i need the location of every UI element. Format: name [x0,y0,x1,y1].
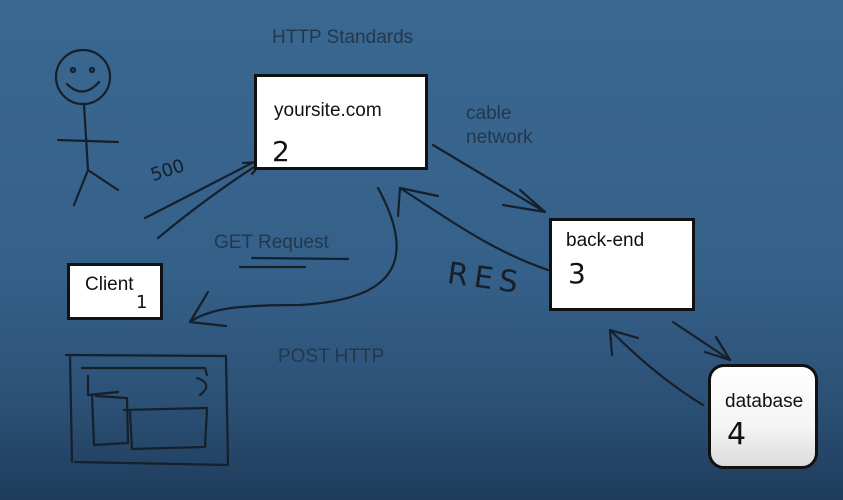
browser-toolbar [80,366,209,397]
arrowhead-yoursite-to-client [188,290,228,328]
node-database-label: database [725,391,804,412]
arrow-database-to-backend [608,328,705,407]
get-request-label: GET Request [214,232,329,253]
post-http-label: POST HTTP [278,346,385,367]
node-client-label: Client [85,274,134,295]
browser-toolbar-icon [195,376,208,397]
cable-label-line2: network [466,127,533,148]
browser-left-panel [90,393,130,447]
browser-content-panel [122,406,209,451]
node-backend: back-end 3 [549,218,695,311]
arrow-yoursite-to-client [188,186,398,324]
browser-frame [64,353,230,467]
figure-head [54,48,112,106]
node-yoursite-number: 2 [272,135,290,168]
cable-label-line1: cable [466,103,512,124]
arrow-yoursite-to-backend [431,143,547,214]
node-database-number: 4 [727,417,747,452]
diagram-heading: HTTP Standards [272,27,414,48]
arrow-backend-to-database [671,320,732,362]
arrowhead-backend-to-database [703,335,732,362]
arrow-client-to-yoursite-2 [143,161,254,220]
arrow-client-to-yoursite [156,160,264,240]
node-client-number: 1 [136,292,148,313]
figure-smile [65,80,101,93]
arrowhead-yoursite-to-backend [501,188,547,214]
figure-left-eye [69,66,77,74]
get-request-underline-2 [250,256,350,261]
node-backend-number: 3 [568,257,586,290]
arrowhead-database-to-backend [608,328,640,357]
node-yoursite: yoursite.com 2 [254,74,428,170]
browser-window-sketch [64,353,230,467]
arrowhead-backend-to-yoursite [396,186,440,218]
node-backend-label: back-end [566,230,645,251]
node-yoursite-label: yoursite.com [274,100,382,121]
arrow-backend-to-yoursite [398,186,550,272]
figure-right-eye [88,66,96,74]
node-client: Client 1 [67,263,163,320]
figure-body [56,102,120,207]
node-database: database 4 [708,364,818,469]
stick-figure-user [54,48,120,207]
